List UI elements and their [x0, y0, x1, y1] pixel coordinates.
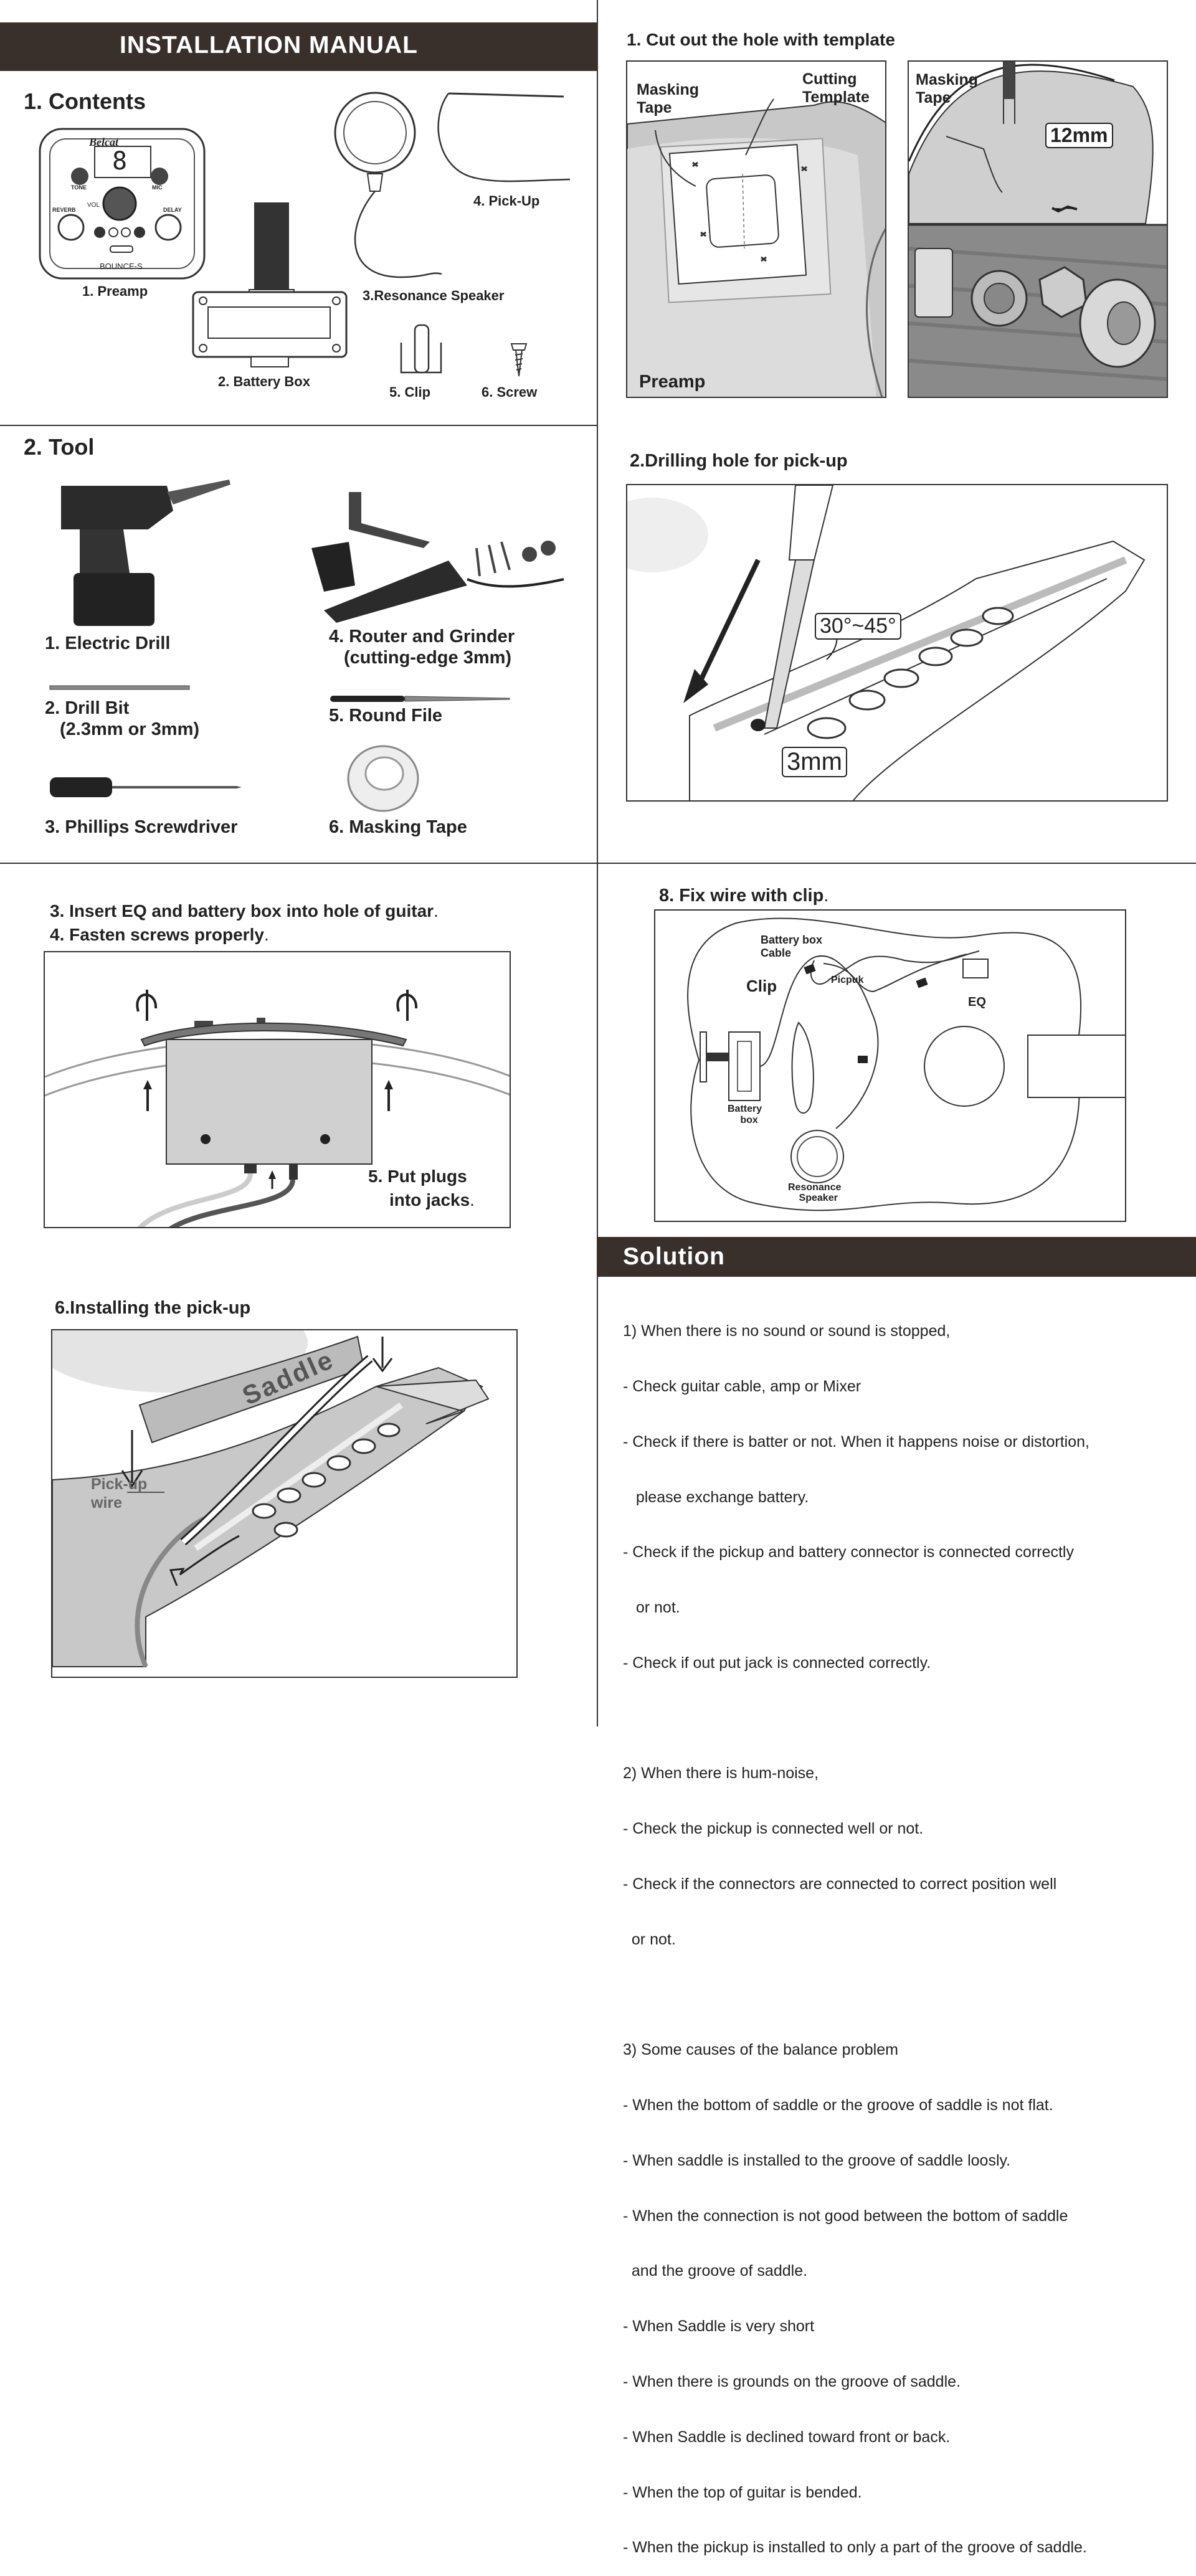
- solution-line: - When Saddle is declined toward front o…: [623, 2428, 951, 2446]
- solution-line: - Check if the connectors are connected …: [623, 1875, 1057, 1893]
- manual-title: INSTALLATION MANUAL: [120, 32, 418, 59]
- pickup-install-panel: [51, 1329, 518, 1678]
- solution-line: - Check if the pickup and battery connec…: [623, 1543, 1074, 1561]
- manual-header: INSTALLATION MANUAL: [0, 22, 597, 71]
- masking-tape-icon: [347, 745, 419, 812]
- picpuk-callout: Picpuk: [831, 975, 864, 985]
- preamp-vol-label: VOL: [87, 202, 100, 209]
- pickup-illustration: [437, 92, 571, 182]
- masking-tape-label: 6. Masking Tape: [329, 817, 467, 837]
- divider-contents-tool: [0, 425, 597, 426]
- template-panel: [626, 60, 886, 398]
- round-file-label: 5. Round File: [329, 706, 443, 726]
- solution-line: - When the bottom of saddle or the groov…: [623, 2096, 1053, 2114]
- screw-label: 6. Screw: [482, 384, 538, 400]
- wire-clip-panel: [654, 909, 1126, 1222]
- preamp-brand: Belcat: [89, 136, 118, 148]
- preamp-tone-label: TONE: [71, 184, 87, 191]
- hole-size-12mm: 12mm: [1045, 123, 1113, 148]
- insert-eq-panel: [44, 951, 511, 1228]
- eq-callout: EQ: [968, 995, 986, 1009]
- resonance-speaker-label: 3.Resonance Speaker: [363, 288, 505, 303]
- pickup-label: 4. Pick-Up: [473, 193, 540, 209]
- electric-drill-icon: [61, 480, 230, 626]
- solution-line: - When there is grounds on the groove of…: [623, 2373, 961, 2391]
- step3-line1: 3. Insert EQ and battery box into hole o…: [50, 901, 439, 921]
- preamp-model: BOUNCE-S: [100, 262, 143, 271]
- solution-line: or not.: [623, 1599, 680, 1617]
- solution-line: - When the connection is not good betwee…: [623, 2207, 1068, 2225]
- screwdriver-icon: [50, 777, 242, 797]
- drill-bit-size: (2.3mm or 3mm): [60, 719, 200, 739]
- electric-drill-label: 1. Electric Drill: [45, 633, 171, 653]
- step1-heading: 1. Cut out the hole with template: [627, 30, 895, 49]
- solution-line: - When Saddle is very short: [623, 2318, 815, 2336]
- step8-heading: 8. Fix wire with clip.: [659, 886, 829, 906]
- drill-size-3mm: 3mm: [782, 747, 847, 777]
- battery-box-illustration: [192, 202, 348, 367]
- solution-line: [623, 1710, 1089, 1728]
- preamp-mic-label: MIC: [152, 184, 163, 191]
- clip-label: 5. Clip: [389, 384, 431, 400]
- solution-line: 2) When there is hum-noise,: [623, 1764, 819, 1783]
- preamp-caption: Preamp: [639, 372, 706, 392]
- solution-line: [623, 1986, 1089, 2005]
- solution-line: - Check the pickup is connected well or …: [623, 1820, 924, 1838]
- solution-line: - When the top of guitar is bended.: [623, 2483, 862, 2501]
- solution-line: please exchange battery.: [623, 1488, 809, 1506]
- screw-illustration: [510, 343, 528, 377]
- solution-line: - Check if out put jack is connected cor…: [623, 1654, 931, 1672]
- resonance-speaker-illustration: [334, 92, 442, 278]
- clip-illustration: [400, 324, 442, 374]
- divider-middle: [0, 863, 1196, 864]
- router-grinder-icon: [311, 492, 564, 623]
- battery-box-label: 2. Battery Box: [218, 374, 310, 389]
- step2-heading: 2.Drilling hole for pick-up: [630, 451, 848, 471]
- solution-line: and the groove of saddle.: [623, 2262, 808, 2280]
- solution-line: 1) When there is no sound or sound is st…: [623, 1322, 951, 1340]
- preamp-display: 8: [112, 147, 128, 176]
- solution-line: 3) Some causes of the balance problem: [623, 2041, 898, 2059]
- drill-bit-label: 2. Drill Bit: [45, 698, 130, 718]
- plugs-line1: 5. Put plugs: [368, 1167, 467, 1186]
- solution-title: Solution: [623, 1243, 725, 1270]
- router-grinder-label: 4. Router and Grinder: [329, 627, 515, 646]
- plugs-line2: into jacks.: [389, 1190, 475, 1210]
- preamp-label: 1. Preamp: [82, 283, 148, 299]
- solution-line: - Check if there is batter or not. When …: [623, 1432, 1089, 1451]
- tool-heading: 2. Tool: [24, 434, 95, 460]
- preamp-illustration: [39, 128, 206, 280]
- solution-line: or not.: [623, 1930, 676, 1948]
- step4-line: 4. Fasten screws properly.: [50, 925, 269, 944]
- preamp-reverb-label: REVERB: [52, 207, 76, 213]
- router-grinder-spec: (cutting-edge 3mm): [344, 648, 512, 668]
- contents-heading: 1. Contents: [24, 88, 146, 114]
- drill-angle: 30°~45°: [815, 613, 901, 640]
- drill-hole-panel: [908, 60, 1168, 398]
- solution-line: - Check guitar cable, amp or Mixer: [623, 1377, 861, 1395]
- drill-bit-icon: [49, 685, 190, 690]
- step6-heading: 6.Installing the pick-up: [55, 1298, 251, 1318]
- preamp-delay-label: DELAY: [163, 207, 182, 213]
- screwdriver-label: 3. Phillips Screwdriver: [45, 817, 238, 837]
- solution-text: 1) When there is no sound or sound is st…: [623, 1286, 1089, 2576]
- solution-line: - When saddle is installed to the groove…: [623, 2151, 1011, 2169]
- drilling-panel: [626, 484, 1168, 802]
- clip-callout: Clip: [746, 977, 777, 995]
- solution-line: - When the pickup is installed to only a…: [623, 2539, 1087, 2557]
- solution-header: Solution: [598, 1237, 1196, 1277]
- round-file-icon: [330, 696, 510, 702]
